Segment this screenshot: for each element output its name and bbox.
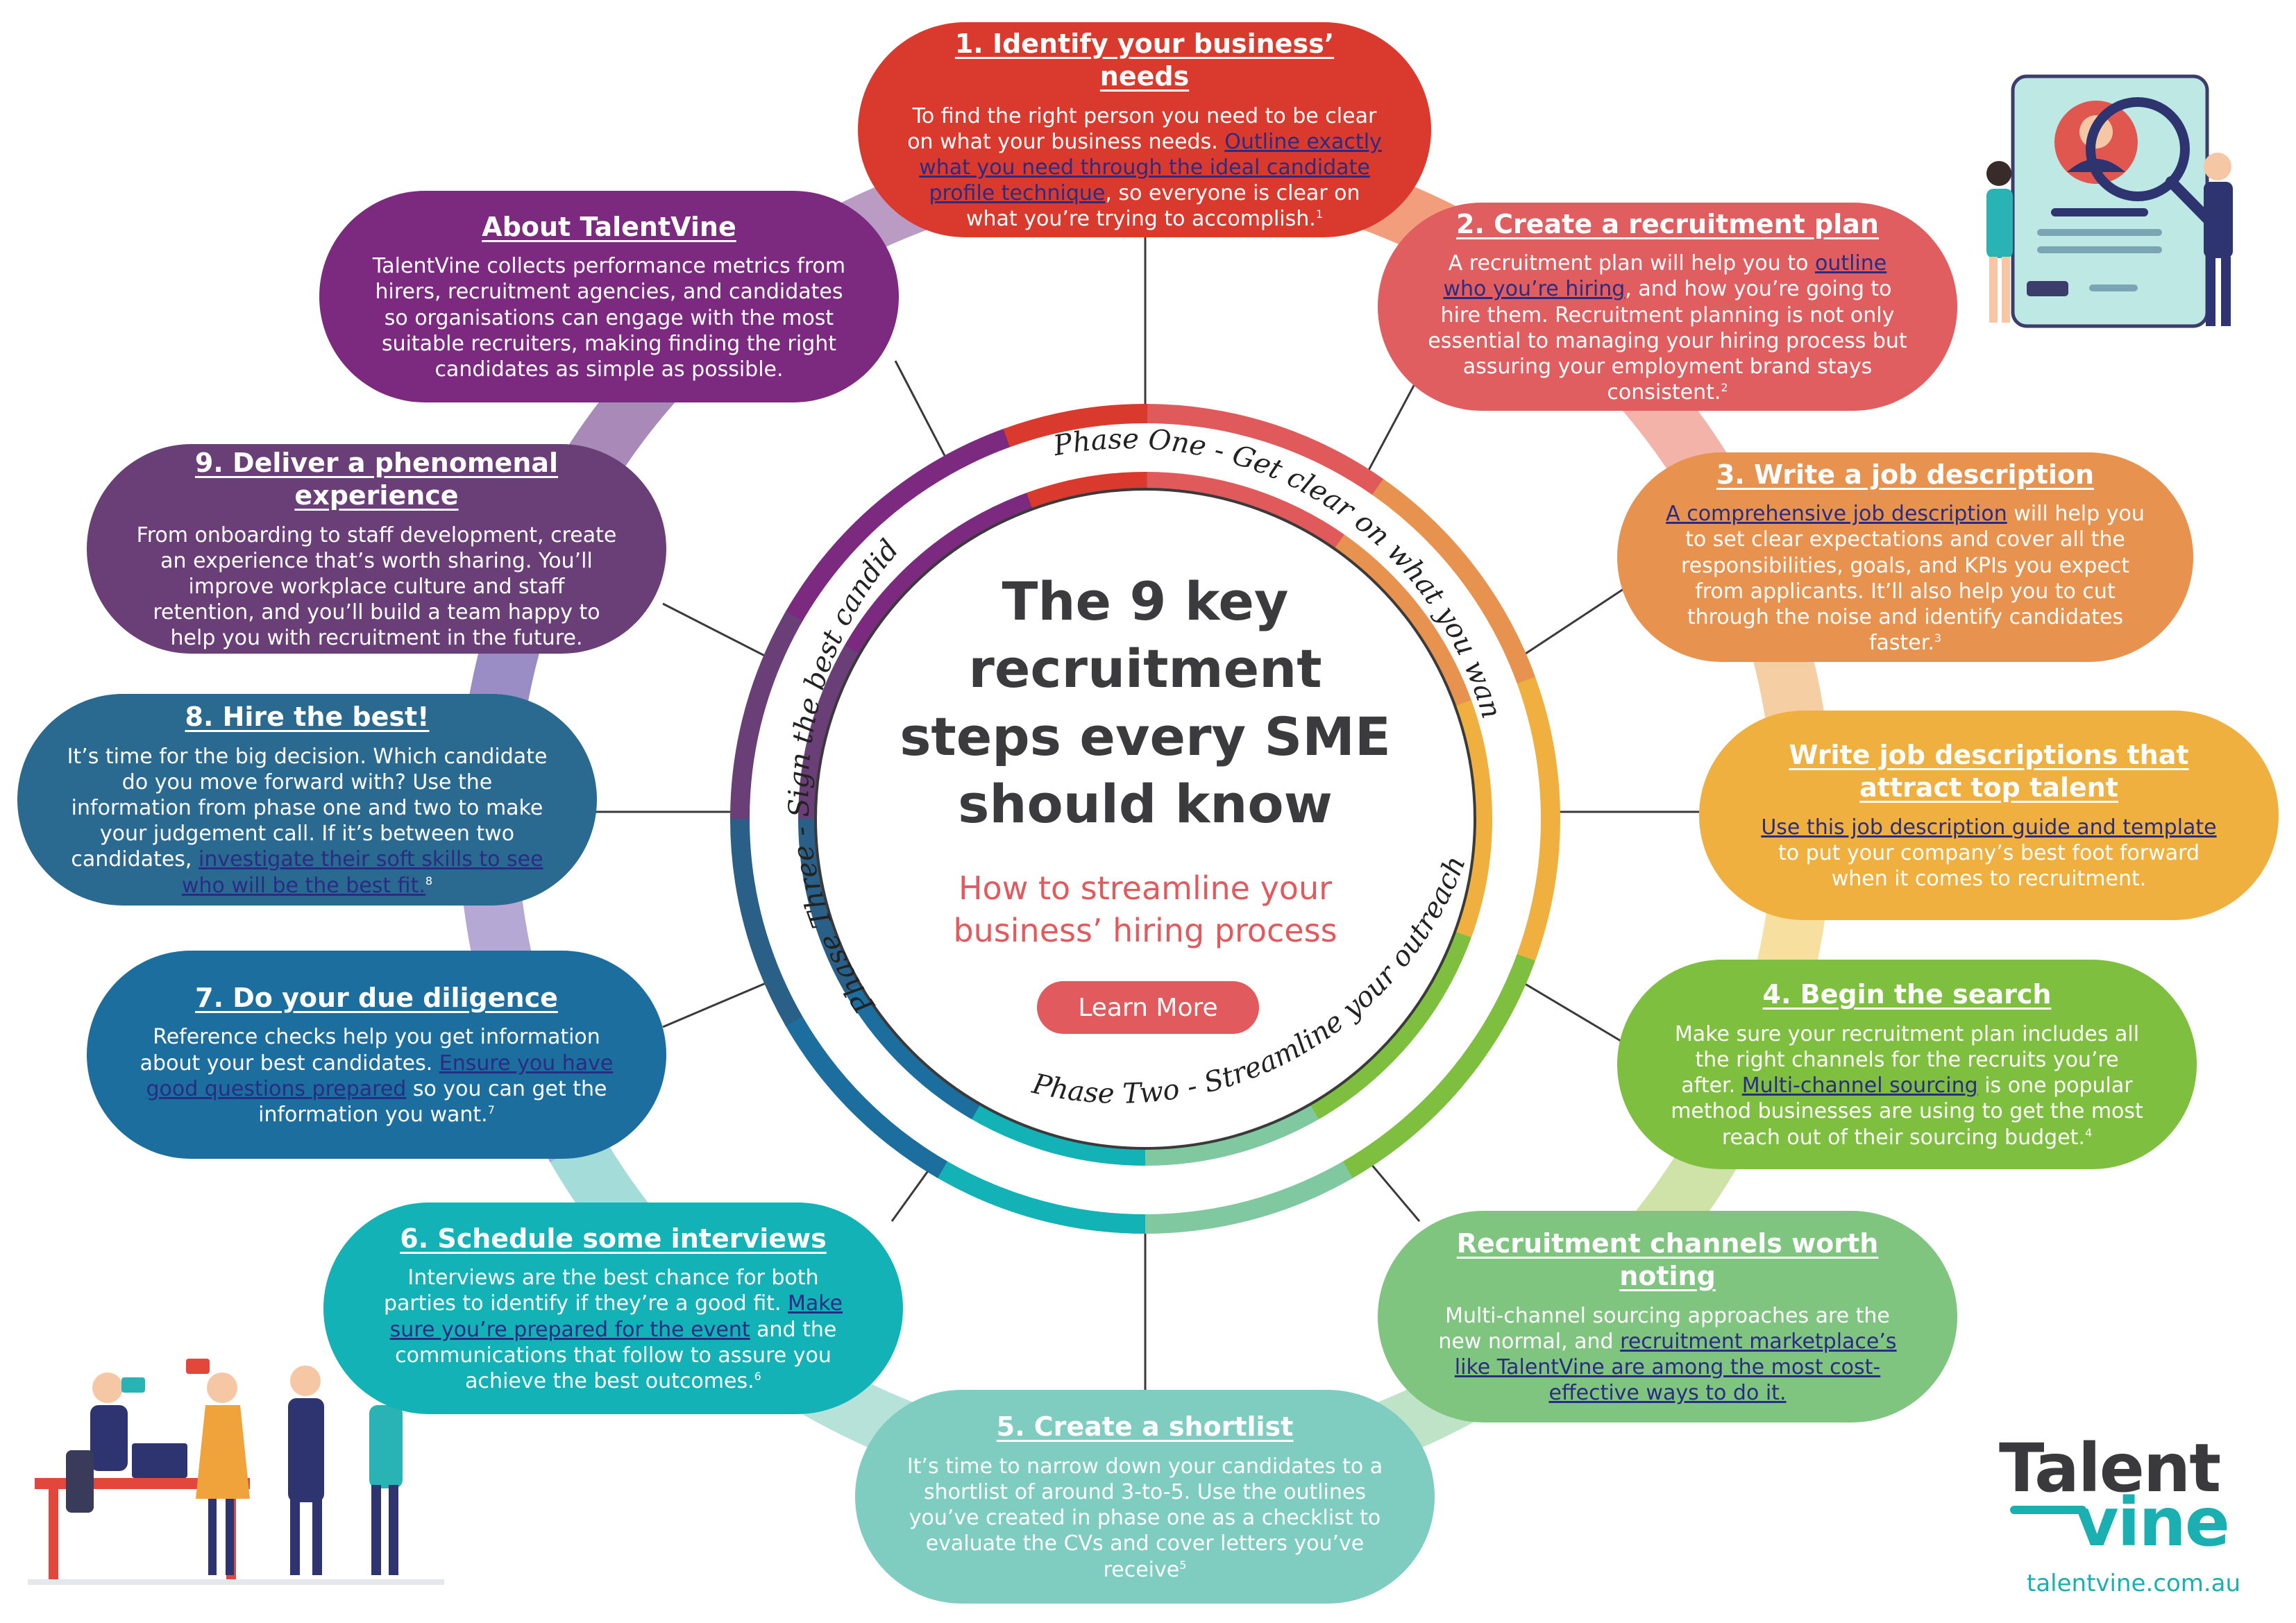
main-title-line: The 9 key (1002, 570, 1289, 632)
bubble-text: will help you to set clear expectations … (1680, 502, 2145, 656)
reference-number: 6 (754, 1370, 761, 1384)
main-subtitle-line: business’ hiring process (953, 911, 1337, 949)
bubble-link[interactable]: outline who you’re hiring (1443, 251, 1887, 302)
main-title-line: recruitment (968, 638, 1322, 700)
bubble-body: A comprehensive job description will hel… (1666, 501, 2145, 656)
bubble-title: Write job descriptions that attract top … (1789, 739, 2189, 804)
bubble-title: 6. Schedule some interviews (400, 1223, 827, 1254)
main-subtitle-line: How to streamline your (958, 869, 1333, 907)
bubble-link[interactable]: investigate their soft skills to see who… (181, 847, 543, 898)
bubble-title: 3. Write a job description (1716, 459, 2095, 490)
center-circle (814, 488, 1476, 1150)
reference-number: 5 (1179, 1558, 1187, 1572)
reference-number: 7 (487, 1103, 495, 1116)
phase-label-band (750, 423, 1541, 1214)
bubble-link[interactable]: A comprehensive job description (1666, 502, 2007, 527)
main-title: The 9 key recruitment steps every SME sh… (861, 568, 1430, 838)
bubble-title: 1. Identify your business’ needs (954, 28, 1335, 92)
bubble-text: , so everyone is clear on what you’re tr… (965, 181, 1360, 232)
bubble-text: to put your company’s best foot forward … (1778, 840, 2200, 892)
bubble-title: 4. Begin the search (1762, 979, 2052, 1010)
bubble-link[interactable]: Use this job description guide and templ… (1761, 815, 2217, 840)
bubble-link[interactable]: Outline exactly what you need through th… (919, 129, 1382, 206)
bubble-text: It’s time for the big decision. Which ca… (67, 744, 548, 872)
bubble-text: , and how you’re going to hire them. Rec… (1428, 277, 1907, 405)
bubble-title: 7. Do your due diligence (195, 982, 558, 1013)
reference-number: 8 (425, 874, 433, 887)
step-3-bubble: 3. Write a job description A comprehensiv… (1617, 452, 2193, 662)
bubble-text: TalentVine collects performance metrics … (372, 254, 846, 382)
main-title-line: should know (958, 772, 1333, 835)
talentvine-logo-word-vine: vine (2075, 1484, 2230, 1561)
bubble-body: Make sure your recruitment plan includes… (1666, 1021, 2148, 1150)
reference-number: 4 (2084, 1125, 2093, 1139)
bubble-text: is one popular method businesses are usi… (1671, 1073, 2143, 1150)
reference-number: 2 (1721, 381, 1728, 395)
main-subtitle: How to streamline your business’ hiring … (861, 867, 1430, 951)
interview-illustration (28, 1359, 444, 1585)
profile-search-illustration (1986, 74, 2233, 328)
step-1-bubble: 1. Identify your business’ needs To find … (858, 22, 1431, 237)
bubble-text: To find the right person you need to be … (907, 103, 1377, 154)
bubble-body: To find the right person you need to be … (906, 103, 1383, 232)
website-link[interactable]: talentvine.com.au (2027, 1570, 2241, 1597)
bubble-text: Multi-channel sourcing approaches are th… (1438, 1303, 1890, 1354)
talentvine-logo-word-talent: Talent (1999, 1429, 2221, 1507)
bubble-title: 9. Deliver a phenomenal experience (194, 447, 559, 511)
bubble-text: From onboarding to staff development, cr… (136, 522, 617, 651)
job-description-tip-bubble: Write job descriptions that attract top … (1699, 711, 2279, 920)
bubble-title: 8. Hire the best! (185, 702, 430, 733)
bubble-link[interactable]: Make sure you’re prepared for the event (389, 1291, 843, 1342)
bubble-link[interactable]: recruitment marketplace’s like TalentVin… (1454, 1329, 1897, 1406)
bubble-text: Reference checks help you get informatio… (140, 1025, 600, 1076)
bubble-body: Multi-channel sourcing approaches are th… (1426, 1303, 1909, 1407)
bubble-text: and the communications that follow to as… (395, 1317, 837, 1394)
bubble-title: 2. Create a recruitment plan (1456, 208, 1879, 239)
bubble-link[interactable]: Ensure you have good questions prepared (146, 1051, 614, 1101)
bubble-body: A recruitment plan will help you to outl… (1426, 250, 1909, 405)
bubble-body: It’s time to narrow down your candidates… (904, 1454, 1386, 1583)
phase-color-ring (730, 404, 1560, 1234)
bubble-title: Recruitment channels worth noting (1456, 1227, 1879, 1292)
bubble-text: Interviews are the best chance for both … (383, 1266, 819, 1316)
bubble-text: A recruitment plan will help you to (1448, 251, 1815, 276)
learn-more-button[interactable]: Learn More (1037, 981, 1259, 1034)
connector-line (1359, 381, 1417, 486)
reference-number: 3 (1934, 631, 1942, 645)
talentvine-logo-swoosh (2010, 1506, 2086, 1514)
bubble-body: Use this job description guide and templ… (1748, 815, 2230, 892)
bubble-body: From onboarding to staff development, cr… (135, 522, 618, 652)
bubble-body: Reference checks help you get informatio… (135, 1024, 618, 1128)
bubble-text: It’s time to narrow down your candidates… (906, 1454, 1383, 1582)
step-2-bubble: 2. Create a recruitment plan A recruitmen… (1378, 203, 1957, 411)
bubble-body: TalentVine collects performance metrics … (368, 253, 850, 382)
bubble-text: so you can get the information you want. (258, 1076, 607, 1127)
bubble-link[interactable]: Multi-channel sourcing (1741, 1073, 1978, 1098)
step-8-bubble: 8. Hire the best! It’s time for the big d… (17, 694, 597, 906)
bubble-text: Make sure your recruitment plan includes… (1674, 1021, 2140, 1098)
bubble-body: It’s time for the big decision. Which ca… (59, 744, 555, 899)
bubble-body: Interviews are the best chance for both … (372, 1265, 854, 1394)
main-title-line: steps every SME (900, 705, 1391, 767)
reference-number: 1 (1315, 207, 1324, 221)
bubble-title: About TalentVine (482, 211, 736, 242)
bubble-title: 5. Create a shortlist (996, 1411, 1294, 1443)
